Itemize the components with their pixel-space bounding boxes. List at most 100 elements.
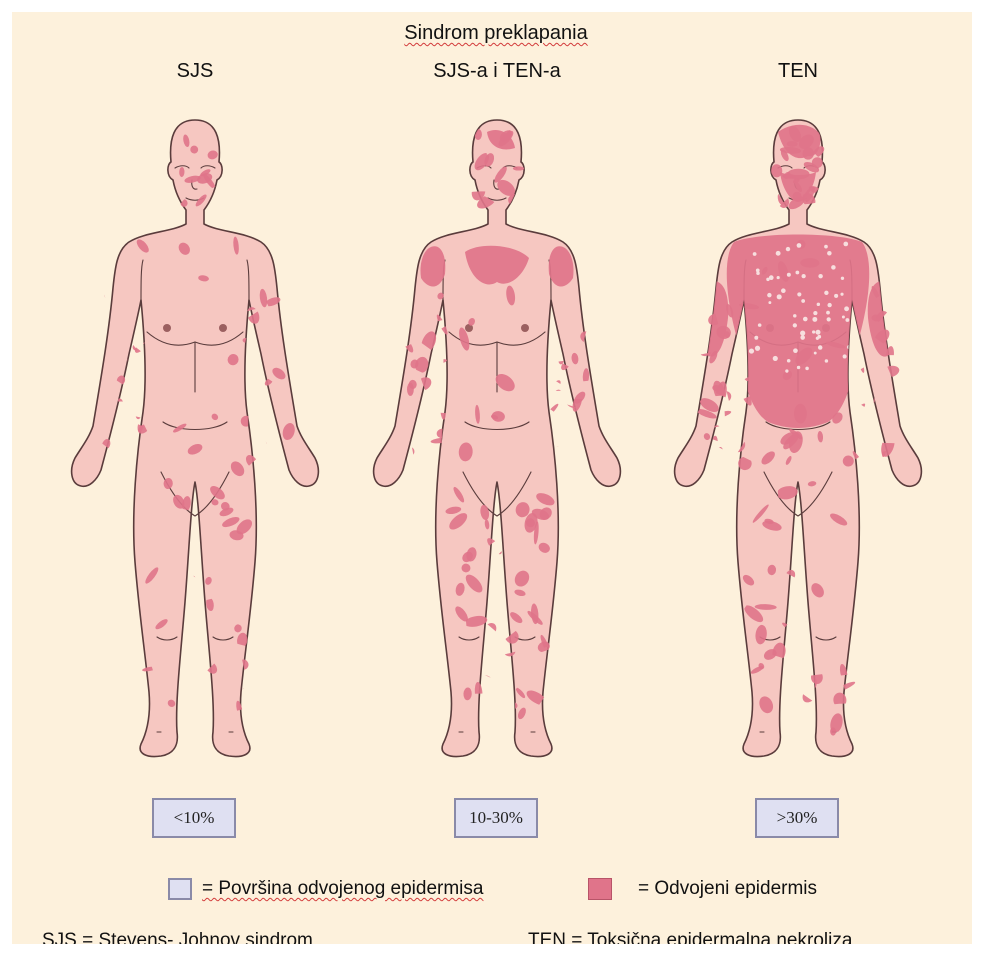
lesion-spot — [129, 374, 145, 387]
nipple-mark — [163, 324, 171, 332]
lesion-spot — [783, 672, 796, 678]
lesion-spot — [428, 390, 446, 408]
lesion-speckle — [769, 275, 774, 280]
lesion-speckle — [776, 251, 781, 256]
lesion-spot — [199, 699, 213, 715]
lesion-speckle — [818, 274, 822, 278]
lesion-spot — [96, 291, 107, 305]
lesion-speckle — [754, 336, 758, 340]
lesion-speckle — [777, 294, 782, 299]
percent-box-sjs: <10% — [152, 798, 236, 838]
body-silhouette — [374, 120, 621, 757]
lesion-spot — [725, 417, 742, 436]
figure-heading-ten: TEN — [778, 60, 818, 83]
lesion-spot — [727, 436, 737, 448]
lesion-spot — [414, 435, 432, 454]
lesion-speckle — [787, 359, 791, 363]
body-outline — [72, 120, 319, 757]
diagram-canvas: Sindrom preklapania SJS SJS-a i TEN-a TE… — [12, 12, 972, 944]
lesion-spot — [710, 446, 725, 471]
lesion-spot — [135, 406, 142, 420]
figure-heading-sjs: SJS — [177, 60, 214, 83]
lesion-speckle — [800, 335, 805, 340]
lesion-speckle — [827, 251, 831, 255]
lesion-spot — [494, 701, 507, 714]
lesion-spot — [734, 367, 743, 376]
nipple-mark — [219, 324, 227, 332]
lesion-speckle — [842, 316, 845, 319]
lesion-speckle — [815, 330, 820, 335]
lesion-speckle — [840, 293, 843, 296]
lesion-speckle — [812, 317, 817, 322]
lesion-speckle — [824, 291, 828, 295]
body-figure-overlap — [347, 92, 647, 782]
lesion-speckle — [786, 247, 790, 251]
legend-label-surface: = Površina odvojenog epidermisa — [202, 878, 483, 904]
lesion-speckle — [813, 311, 817, 315]
lesion-spot — [116, 436, 125, 445]
footnote-ten: TEN = Toksična epidermalna nekroliza — [528, 930, 852, 944]
lesion-speckle — [825, 359, 828, 362]
body-figure-sjs — [45, 92, 345, 782]
lesion-speckle — [797, 366, 800, 369]
lesion-speckle — [749, 348, 754, 353]
lesion-spot — [115, 418, 135, 433]
lesion-spot — [418, 424, 433, 436]
lesion-speckle — [827, 317, 831, 321]
lesion-speckle — [793, 314, 796, 317]
percent-box-ten: >30% — [755, 798, 839, 838]
lesion-speckle — [797, 292, 801, 296]
lesion-speckle — [755, 346, 760, 351]
lesion-spot — [513, 166, 524, 170]
lesion-speckle — [834, 294, 838, 298]
lesion-speckle — [845, 318, 849, 322]
lesion-speckle — [753, 252, 757, 256]
percent-box-overlap: 10-30% — [454, 798, 538, 838]
legend-label-detached: = Odvojeni epidermis — [638, 878, 817, 904]
diagram-title: Sindrom preklapania — [404, 22, 587, 45]
body-figure-ten — [648, 92, 948, 782]
lesion-speckle — [768, 301, 771, 304]
lesion-spot — [718, 450, 731, 461]
lesion-speckle — [844, 306, 849, 311]
lesion-speckle — [756, 269, 760, 273]
lesion-spot — [789, 703, 799, 710]
body-outline — [374, 120, 621, 757]
lesion-speckle — [793, 348, 798, 353]
lesion-spot — [556, 404, 570, 420]
lesion-spot — [863, 432, 872, 441]
lesion-speckle — [803, 317, 808, 322]
lesion-speckle — [818, 345, 823, 350]
lesion-speckle — [817, 303, 820, 306]
lesion-spot — [792, 606, 809, 624]
lesion-spot — [124, 441, 138, 452]
lesion-speckle — [841, 277, 844, 280]
lesion-speckle — [843, 354, 847, 358]
lesion-spot — [256, 427, 267, 440]
lesion-speckle — [805, 367, 809, 371]
lesion-speckle — [781, 288, 786, 293]
lesion-speckle — [812, 330, 815, 333]
lesion-speckle — [787, 273, 791, 277]
lesion-speckle — [814, 352, 817, 355]
lesion-speckle — [795, 271, 799, 275]
lesion-speckle — [773, 356, 778, 361]
lesion-speckle — [767, 293, 771, 297]
lesion-spot — [482, 720, 503, 739]
lesion-speckle — [801, 299, 805, 303]
lesion-speckle — [827, 303, 831, 307]
lesion-speckle — [831, 265, 836, 270]
lesion-speckle — [793, 323, 797, 327]
lesion-speckle — [802, 274, 806, 278]
lesion-speckle — [797, 243, 802, 248]
lesion-speckle — [785, 369, 788, 372]
figure-heading-overlap: SJS-a i TEN-a — [433, 60, 560, 83]
lesion-speckle — [758, 323, 762, 327]
lesion-spot — [479, 688, 504, 708]
legend-swatch-surface — [168, 878, 192, 900]
lesion-speckle — [800, 331, 805, 336]
lesion-speckle — [843, 242, 848, 247]
legend-swatch-detached — [588, 878, 612, 900]
lesion-speckle — [826, 311, 830, 315]
footnote-sjs: SJS = Stevens- Johnov sindrom — [42, 930, 313, 944]
